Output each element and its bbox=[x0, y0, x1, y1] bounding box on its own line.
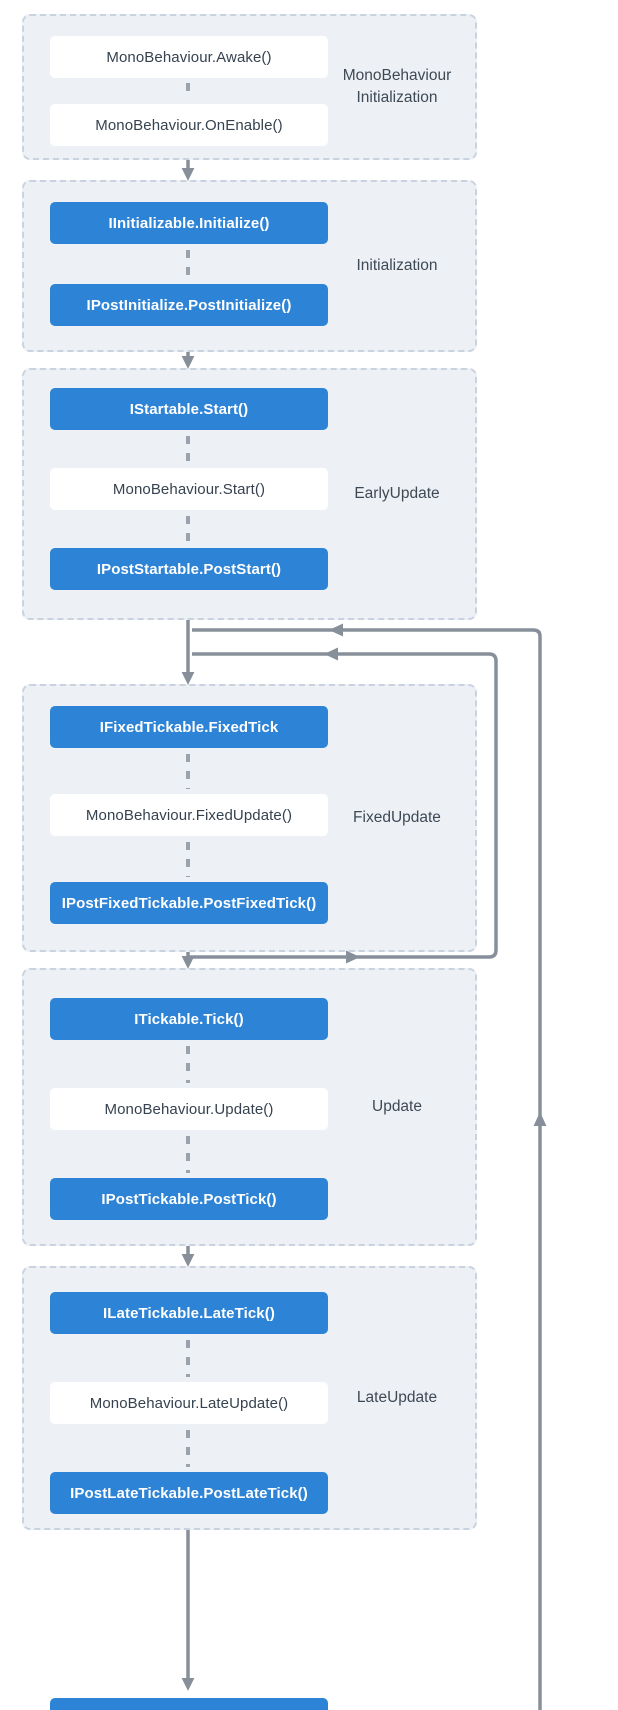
box-iposttickable-posttick: IPostTickable.PostTick() bbox=[50, 1178, 328, 1220]
box-label: MonoBehaviour.Awake() bbox=[106, 48, 272, 66]
box-iinitializable-initialize: IInitializable.Initialize() bbox=[50, 202, 328, 244]
box-label: IStartable.Start() bbox=[129, 400, 249, 418]
box-label: IPostLateTickable.PostLateTick() bbox=[70, 1484, 308, 1502]
section-label: EarlyUpdate bbox=[354, 484, 440, 502]
box-label: MonoBehaviour.FixedUpdate() bbox=[85, 806, 293, 824]
box-label: IPostStartable.PostStart() bbox=[96, 560, 282, 578]
direction-arrowhead-left bbox=[329, 623, 343, 637]
box-label: MonoBehaviour.Start() bbox=[112, 480, 266, 498]
box-ilatetickable-latetick: ILateTickable.LateTick() bbox=[50, 1292, 328, 1334]
section-label: Update bbox=[372, 1097, 422, 1115]
direction-arrowhead-up bbox=[533, 1112, 547, 1126]
box-monobehaviour-start: MonoBehaviour.Start() bbox=[50, 468, 328, 510]
section-lateupdate: ILateTickable.LateTick() MonoBehaviour.L… bbox=[22, 1266, 477, 1530]
section-initialization: IInitializable.Initialize() IPostInitial… bbox=[22, 180, 477, 352]
direction-arrowhead-left bbox=[324, 647, 338, 661]
box-istartable-start: IStartable.Start() bbox=[50, 388, 328, 430]
box-label: MonoBehaviour.OnEnable() bbox=[95, 116, 283, 134]
box-label: IPostInitialize.PostInitialize() bbox=[86, 296, 292, 314]
box-monobehaviour-awake: MonoBehaviour.Awake() bbox=[50, 36, 328, 78]
box-label: IInitializable.Initialize() bbox=[108, 214, 270, 232]
box-monobehaviour-lateupdate: MonoBehaviour.LateUpdate() bbox=[50, 1382, 328, 1424]
box-ipostfixedtickable-postfixedtick: IPostFixedTickable.PostFixedTick() bbox=[50, 882, 328, 924]
section-earlyupdate: IStartable.Start() MonoBehaviour.Start()… bbox=[22, 368, 477, 620]
direction-arrowhead-right bbox=[346, 950, 360, 964]
section-label: Initialization bbox=[356, 256, 438, 274]
box-itickable-tick: ITickable.Tick() bbox=[50, 998, 328, 1040]
box-label: IPostFixedTickable.PostFixedTick() bbox=[61, 894, 317, 912]
section-label: LateUpdate bbox=[356, 1388, 438, 1406]
box-monobehaviour-onenable: MonoBehaviour.OnEnable() bbox=[50, 104, 328, 146]
box-label: IPostTickable.PostTick() bbox=[101, 1190, 277, 1208]
box-monobehaviour-fixedupdate: MonoBehaviour.FixedUpdate() bbox=[50, 794, 328, 836]
box-label: ITickable.Tick() bbox=[134, 1010, 244, 1028]
box-ipostinitialize-postinitialize: IPostInitialize.PostInitialize() bbox=[50, 284, 328, 326]
section-label: MonoBehaviour Initialization bbox=[342, 66, 452, 106]
box-label: MonoBehaviour.LateUpdate() bbox=[89, 1394, 289, 1412]
box-ipoststartable-poststart: IPostStartable.PostStart() bbox=[50, 548, 328, 590]
section-fixedupdate: IFixedTickable.FixedTick MonoBehaviour.F… bbox=[22, 684, 477, 952]
box-ifixedtickable-fixedtick: IFixedTickable.FixedTick bbox=[50, 706, 328, 748]
box-monobehaviour-update: MonoBehaviour.Update() bbox=[50, 1088, 328, 1130]
section-update: ITickable.Tick() MonoBehaviour.Update() … bbox=[22, 968, 477, 1246]
box-ipostlatetickable-postlatetick: IPostLateTickable.PostLateTick() bbox=[50, 1472, 328, 1514]
section-monobehaviour-initialization: MonoBehaviour.Awake() MonoBehaviour.OnEn… bbox=[22, 14, 477, 160]
next-section-box-partial bbox=[50, 1698, 328, 1710]
box-label: MonoBehaviour.Update() bbox=[104, 1100, 274, 1118]
box-label: ILateTickable.LateTick() bbox=[103, 1304, 275, 1322]
box-label: IFixedTickable.FixedTick bbox=[99, 718, 279, 736]
section-label: FixedUpdate bbox=[353, 808, 441, 826]
